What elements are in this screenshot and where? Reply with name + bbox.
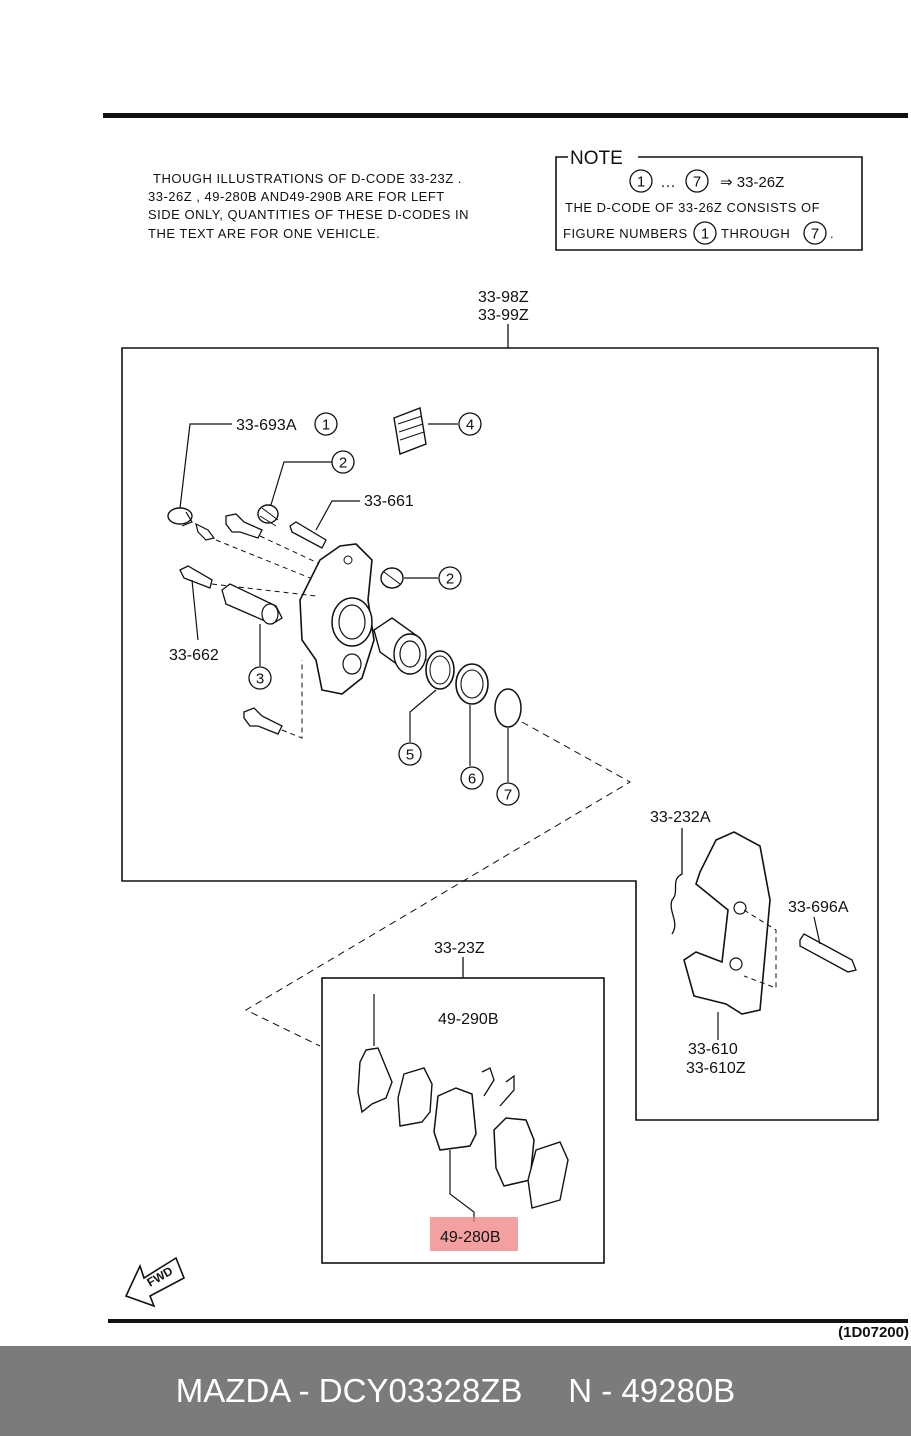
guide-bolt-lower [243,707,283,735]
note-target: ⇒ 33-26Z [720,174,784,191]
grease-pack-part-4 [393,407,427,455]
label-33-693a: 33-693A [236,417,297,434]
sleeve-part-3 [221,583,283,625]
spring-33-232a [670,828,683,935]
callout-5: 5 [406,747,414,764]
piston [373,617,427,675]
note-circle-7: 7 [693,174,701,191]
label-33-662: 33-662 [169,647,219,664]
note-line-3-mid: THROUGH [721,226,790,241]
brake-pad-left [433,1087,477,1151]
note-circle-1: 1 [637,174,645,191]
seal-part-5 [425,650,455,690]
intro-line-3: SIDE ONLY, QUANTITIES OF THESE D-CODES I… [148,207,469,222]
note-line-3-pre: FIGURE NUMBERS [563,226,688,241]
highlight-49-280b [430,1217,518,1251]
shim-outer-left [357,1047,393,1114]
pad-spring-clip-1 [481,1067,495,1097]
intro-line-1: THOUGH ILLUSTRATIONS OF D-CODE 33-23Z . [153,171,462,186]
label-33-610: 33-610 [688,1041,738,1058]
pin-33-696a [799,933,857,973]
label-49-280b: 49-280B [440,1229,501,1246]
caliper-carrier [683,831,771,1015]
bottom-rule [108,1319,908,1323]
callout-4: 4 [466,417,474,434]
dust-boot-part-6 [455,663,489,705]
note-line3-circle-7: 7 [811,226,819,243]
label-33-98z: 33-98Z [478,289,529,306]
ring-part-7 [494,688,522,728]
callout-6: 6 [468,771,476,788]
footer-bar [0,1346,911,1436]
note-range: … [660,174,676,191]
label-33-610z: 33-610Z [686,1060,746,1077]
fwd-arrow-icon: FWD [124,1256,186,1308]
caliper-assembly-outline [121,347,879,1121]
shim-outer-right [527,1141,569,1209]
shim-inner-left [397,1067,433,1127]
callout-1: 1 [322,417,330,434]
note-line-3-end: . [830,226,834,241]
bleeder-screw [195,522,216,541]
callout-7: 7 [504,787,512,804]
label-33-23z: 33-23Z [434,940,485,957]
guide-pin-661 [289,521,327,549]
part-number-footer: MAZDA - DCY03328ZB N - 49280B [175,1372,736,1409]
label-33-661: 33-661 [364,493,414,510]
pad-spring-clip-2 [499,1074,515,1107]
callout-2-upper: 2 [339,455,347,472]
callout-3: 3 [256,671,264,688]
guide-bolt-upper [225,513,263,539]
pad-set-box [321,977,605,1264]
note-line3-circle-1: 1 [701,226,709,243]
label-33-696a: 33-696A [788,899,849,916]
diagram-code: (1D07200) [838,1324,909,1341]
guide-pin-662 [179,565,213,589]
caliper-body [299,543,375,695]
label-33-99z: 33-99Z [478,307,529,324]
boot-2-upper [257,504,279,527]
top-rule [103,113,908,118]
callout-2-right: 2 [446,571,454,588]
brake-pad-right [493,1117,535,1187]
label-49-290b: 49-290B [438,1011,499,1028]
boot-part [167,507,193,527]
note-line-2: THE D-CODE OF 33-26Z CONSISTS OF [565,200,820,215]
label-33-232a: 33-232A [650,809,711,826]
note-box: NOTE 1 … 7 ⇒ 33-26Z THE D-CODE OF 33-26Z… [555,148,863,251]
intro-line-4: THE TEXT ARE FOR ONE VEHICLE. [148,226,380,241]
intro-line-2: 33-26Z , 49-280B AND49-290B ARE FOR LEFT [148,189,445,204]
boot-2-right [380,567,404,589]
note-title: NOTE [570,148,623,169]
